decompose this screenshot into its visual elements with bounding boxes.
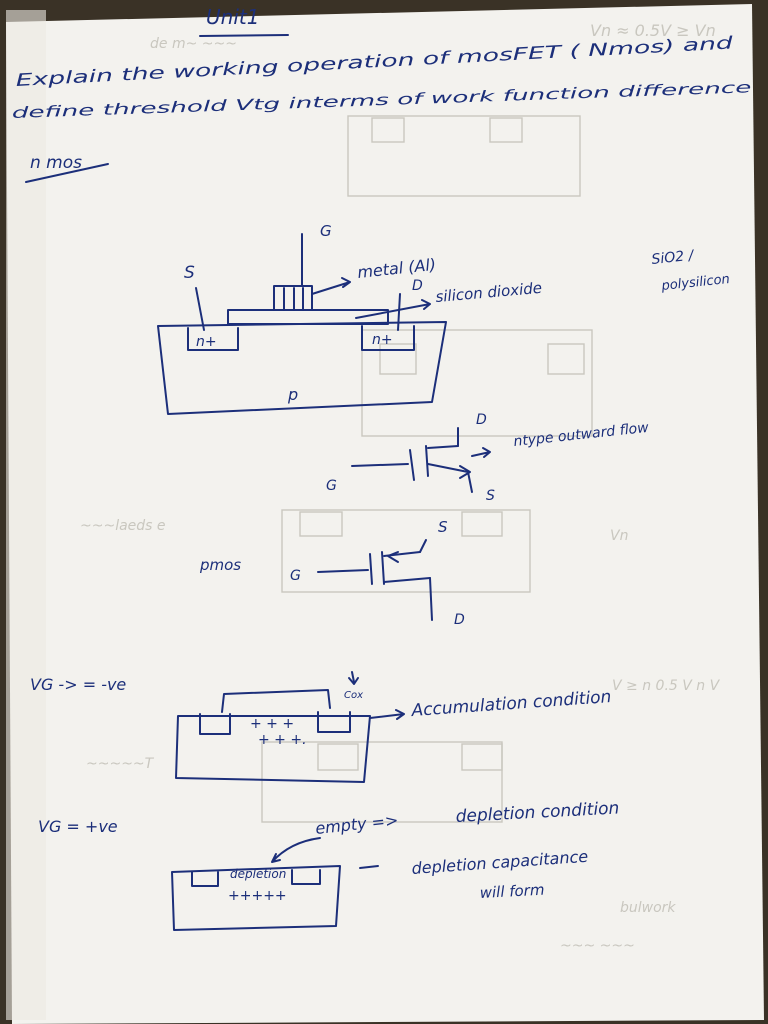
title-underline	[199, 34, 289, 37]
drain-n-plus-well	[361, 325, 415, 351]
depletion-condition-label: VG = +ve	[38, 817, 118, 836]
svg-text:bulwork: bulwork	[620, 900, 676, 916]
svg-text:Vn ≈ 0.5V ≥ Vn: Vn ≈ 0.5V ≥ Vn	[590, 21, 716, 40]
depletion-inside-label: depletion	[230, 867, 286, 881]
svg-text:~~~laeds e: ~~~laeds e	[80, 518, 166, 534]
nmos-heading: n mos	[30, 153, 82, 173]
svg-text:~~~ ~~~: ~~~ ~~~	[560, 938, 635, 954]
nmos-heading-underline	[25, 163, 109, 183]
source-terminal	[195, 287, 205, 331]
svg-text:V ≥ n 0.5 V n V: V ≥ n 0.5 V n V	[612, 678, 721, 694]
substrate-label: p	[287, 385, 298, 404]
svg-text:~~~~~T: ~~~~~T	[86, 756, 155, 772]
svg-text:Vn: Vn	[610, 528, 628, 544]
source-region-label: n+	[196, 334, 217, 350]
flow-arrow	[471, 447, 491, 458]
drain-label: D	[412, 278, 423, 294]
pmos-drain-label: D	[454, 612, 465, 628]
accumulation-charges-row2: + + +.	[258, 732, 307, 748]
svg-text:de m~ ~~~: de m~ ~~~	[150, 36, 237, 52]
drain-region-label: n+	[372, 332, 393, 348]
accumulation-condition-label: VG -> = -ve	[30, 675, 126, 694]
metal-pointer-arrow	[311, 277, 351, 295]
bleed-through-marks: Vn ≈ 0.5V ≥ Vn de m~ ~~~ ~~~laeds e Vn ~…	[80, 21, 721, 954]
depletion-result-line2: will form	[479, 881, 545, 902]
depletion-section: VG = +ve empty => depletion condition de…	[38, 798, 620, 931]
nmos-symbol-gate-label: G	[326, 478, 337, 494]
pointer-to-depletion	[271, 837, 321, 863]
source-n-plus-well	[187, 327, 239, 351]
oxide-pointer-arrow	[355, 299, 431, 319]
paper-sheet	[6, 4, 764, 1024]
polysilicon-label: polysilicon	[660, 272, 731, 294]
nmos-symbol-drain-label: D	[476, 412, 487, 428]
pmos-heading: pmos	[199, 556, 241, 574]
pmos-gate-label: G	[290, 568, 301, 584]
cox-label: Cox	[344, 690, 363, 701]
depletion-charges: +++++	[228, 888, 287, 904]
nmos-symbol-source-label: S	[486, 488, 495, 504]
drain-terminal	[397, 293, 401, 331]
accumulation-body	[175, 715, 371, 783]
depletion-body	[171, 865, 341, 931]
source-label: S	[184, 263, 195, 283]
oxide-alt-label: SiO2 /	[651, 248, 696, 268]
accumulation-oxide	[221, 689, 331, 713]
accumulation-charges-row1: + + +	[250, 716, 294, 732]
page-title: Unit1	[206, 5, 259, 29]
pmos-symbol: pmos S G D	[199, 518, 465, 628]
gate-label: G	[320, 222, 332, 240]
pmos-source-label: S	[438, 518, 448, 536]
